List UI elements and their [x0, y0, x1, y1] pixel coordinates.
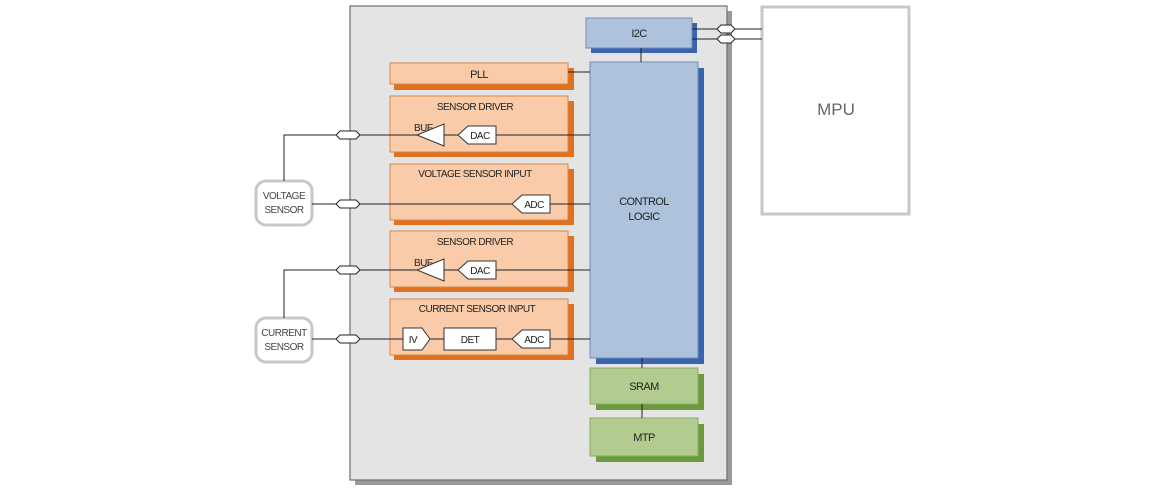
pad-current-input [335, 334, 361, 344]
current-sensor-label-line2: SENSOR [264, 342, 304, 353]
mtp-label: MTP [633, 432, 655, 444]
control-logic-label-line1: CONTROL [619, 196, 669, 208]
i2c-block[interactable]: I2C [585, 17, 697, 53]
iv-box [402, 327, 431, 351]
dac-2-label: DAC [470, 266, 490, 277]
current-sensor-input-block[interactable]: CURRENT SENSOR INPUT IV DET ADC [389, 298, 574, 360]
sensor-driver-2-buf-label: BUF [414, 258, 433, 269]
dac-1-label: DAC [470, 131, 490, 142]
pad-i2c-1 [716, 24, 736, 34]
pad-i2c-2 [716, 34, 736, 44]
control-logic-label-line2: LOGIC [628, 211, 660, 223]
iv-label: IV [409, 335, 418, 346]
sram-label: SRAM [629, 381, 659, 393]
mtp-block[interactable]: MTP [589, 417, 704, 462]
voltage-sensor-input-title: VOLTAGE SENSOR INPUT [418, 169, 532, 180]
sensor-driver-2-title: SENSOR DRIVER [437, 237, 514, 248]
pll-label: PLL [470, 69, 488, 81]
sensor-driver-2-block[interactable]: SENSOR DRIVER BUF DAC [389, 230, 574, 292]
sensor-driver-1-buf-label: BUF [414, 123, 433, 134]
pad-driver-2 [335, 265, 361, 275]
voltage-sensor-input-block[interactable]: VOLTAGE SENSOR INPUT ADC [389, 163, 574, 225]
mpu-label: MPU [817, 100, 855, 119]
current-sensor-label-line1: CURRENT [261, 328, 307, 339]
i2c-label: I2C [631, 28, 647, 40]
current-sensor-input-title: CURRENT SENSOR INPUT [419, 304, 536, 315]
voltage-sensor-label-line1: VOLTAGE [263, 191, 306, 202]
pad-voltage-input [335, 199, 361, 209]
sensor-driver-1-title: SENSOR DRIVER [437, 102, 514, 113]
adc-current-label: ADC [524, 335, 544, 346]
det-label: DET [461, 335, 480, 346]
voltage-sensor[interactable]: VOLTAGE SENSOR [254, 179, 314, 227]
adc-voltage-label: ADC [524, 200, 544, 211]
voltage-sensor-label-line2: SENSOR [264, 205, 304, 216]
sram-block[interactable]: SRAM [589, 367, 704, 410]
pll-block[interactable]: PLL [389, 62, 574, 90]
control-logic-block[interactable]: CONTROL LOGIC [589, 61, 704, 364]
sensor-driver-1-block[interactable]: SENSOR DRIVER BUF DAC [389, 95, 574, 157]
pad-driver-1 [335, 130, 361, 140]
io-pads [335, 24, 736, 344]
mpu-block[interactable]: MPU [760, 5, 911, 216]
wires [283, 28, 762, 418]
current-sensor[interactable]: CURRENT SENSOR [254, 316, 314, 364]
